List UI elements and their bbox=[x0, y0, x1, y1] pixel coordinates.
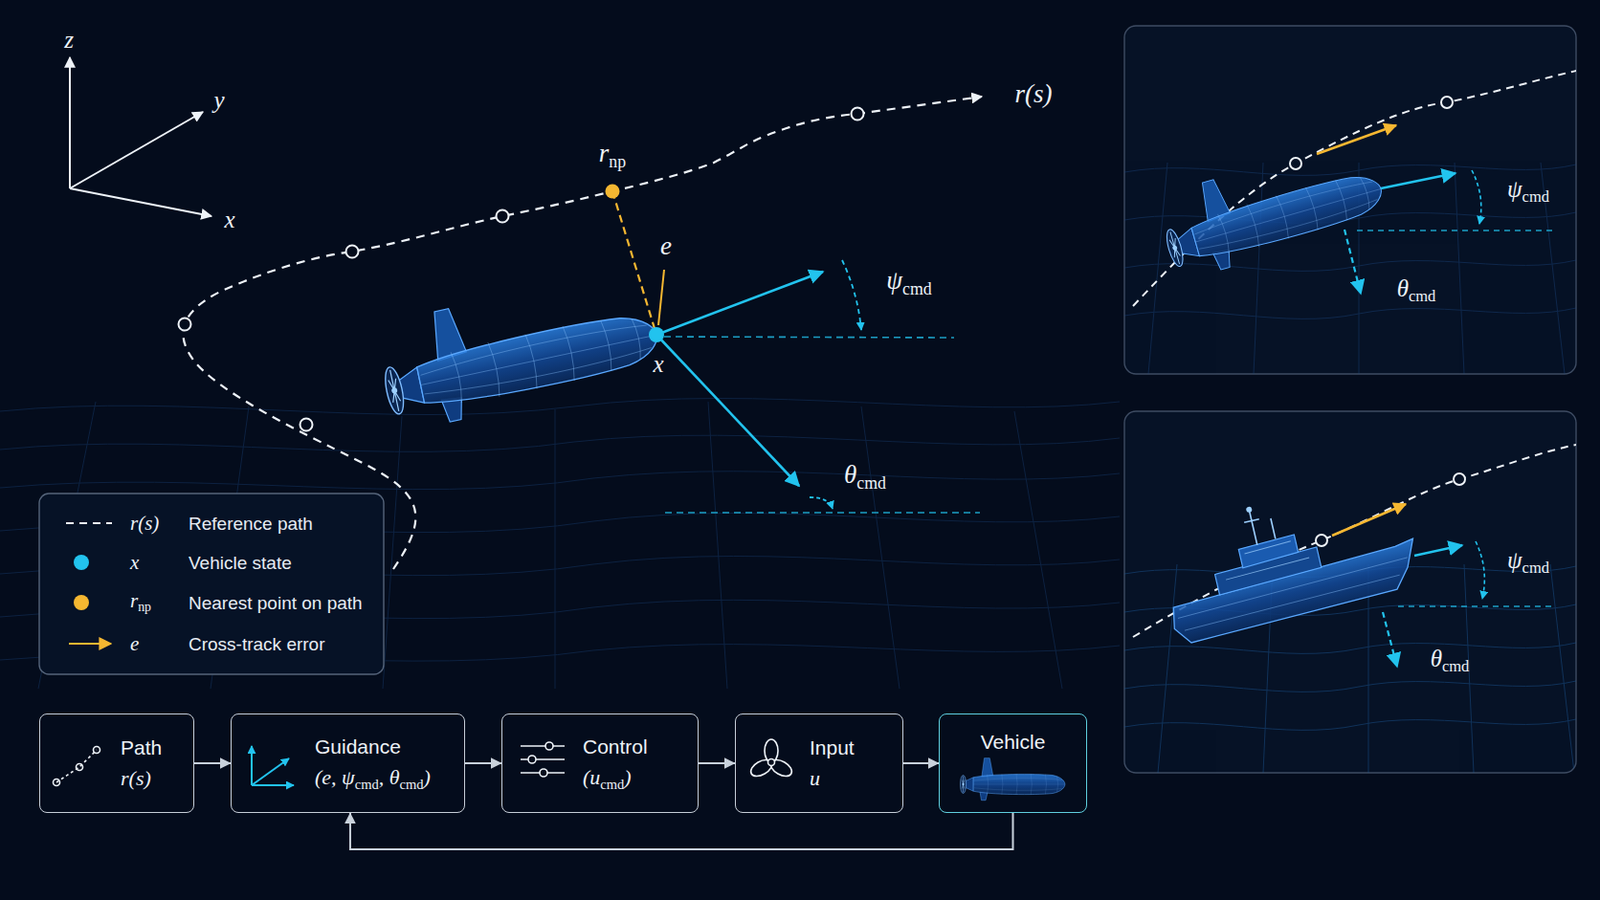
inset-panel bbox=[1124, 25, 1577, 375]
heading-ref bbox=[664, 336, 955, 338]
submarine bbox=[372, 267, 666, 434]
axis-label: y bbox=[213, 88, 224, 112]
box-title: Input bbox=[809, 733, 855, 764]
vehicle-state-dot bbox=[648, 327, 665, 343]
angle-label: ψcmd bbox=[1507, 177, 1550, 206]
inset-panel bbox=[1124, 411, 1577, 774]
sea-grid bbox=[0, 398, 1120, 689]
state-label: x bbox=[652, 352, 664, 377]
legend-box bbox=[39, 493, 384, 675]
pitch-arrow bbox=[656, 334, 800, 487]
process-box: Pathr(s) bbox=[39, 713, 195, 814]
nearest-point-dot bbox=[605, 184, 621, 200]
legend-sample-line bbox=[66, 522, 112, 525]
cross-track-tick bbox=[658, 269, 665, 326]
point-label: rnp bbox=[599, 140, 626, 172]
path-icon bbox=[53, 747, 101, 787]
process-box: Guidance(e, ψcmd, θcmd) bbox=[230, 713, 466, 814]
box-title: Vehicle bbox=[980, 727, 1046, 758]
angle-label: ψcmd bbox=[1507, 548, 1550, 578]
flow-connector bbox=[698, 762, 735, 765]
inset-scene bbox=[1124, 444, 1577, 774]
axis-label: z bbox=[64, 27, 74, 52]
angle-label: θcmd bbox=[1430, 646, 1470, 676]
error-label: e bbox=[660, 233, 672, 260]
cross-track-line bbox=[612, 191, 657, 335]
box-title: Control bbox=[582, 732, 648, 763]
flow-connector bbox=[903, 762, 939, 765]
propeller-icon bbox=[748, 739, 796, 780]
box-subtitle: r(s) bbox=[120, 762, 152, 795]
box-subtitle: u bbox=[809, 762, 821, 795]
process-box: Inputu bbox=[734, 713, 904, 814]
legend-text: Cross-track error bbox=[188, 635, 326, 654]
box-title: Path bbox=[120, 733, 162, 764]
flow-connector bbox=[465, 762, 502, 765]
legend-text: Vehicle state bbox=[188, 554, 292, 573]
path-label: r(s) bbox=[1015, 81, 1053, 108]
box-subtitle: (ucmd) bbox=[582, 761, 632, 796]
legend-text: Nearest point on path bbox=[188, 594, 363, 613]
legend-symbol: e bbox=[130, 634, 139, 655]
axes-icon bbox=[251, 746, 294, 786]
heading-arrow bbox=[656, 271, 823, 335]
inset-scene bbox=[1124, 69, 1577, 375]
axis-label: x bbox=[223, 207, 235, 232]
legend-swatch bbox=[73, 555, 89, 571]
pitch-arc bbox=[809, 497, 833, 510]
flow-connector bbox=[350, 813, 1014, 850]
legend-symbol: r(s) bbox=[130, 513, 159, 534]
angle-label: ψcmd bbox=[886, 267, 932, 299]
angle-label: θcmd bbox=[844, 462, 887, 493]
heading-arc bbox=[842, 260, 862, 331]
process-box: Control(ucmd) bbox=[501, 713, 699, 814]
angle-label: θcmd bbox=[1397, 276, 1437, 306]
legend-swatch bbox=[73, 595, 89, 611]
flow-connector bbox=[194, 762, 231, 765]
axes bbox=[69, 57, 212, 217]
box-subtitle: (e, ψcmd, θcmd) bbox=[314, 761, 431, 796]
legend-sample-arrow bbox=[68, 643, 112, 645]
process-box: Vehicle bbox=[938, 713, 1088, 814]
box-title: Guidance bbox=[314, 732, 401, 763]
legend-text: Reference path bbox=[188, 514, 313, 534]
legend-symbol: rnp bbox=[130, 591, 152, 615]
vehicle-icon bbox=[959, 758, 1065, 801]
pitch-ref bbox=[665, 511, 980, 514]
legend-symbol: x bbox=[130, 553, 139, 574]
slider-icon bbox=[520, 742, 565, 778]
